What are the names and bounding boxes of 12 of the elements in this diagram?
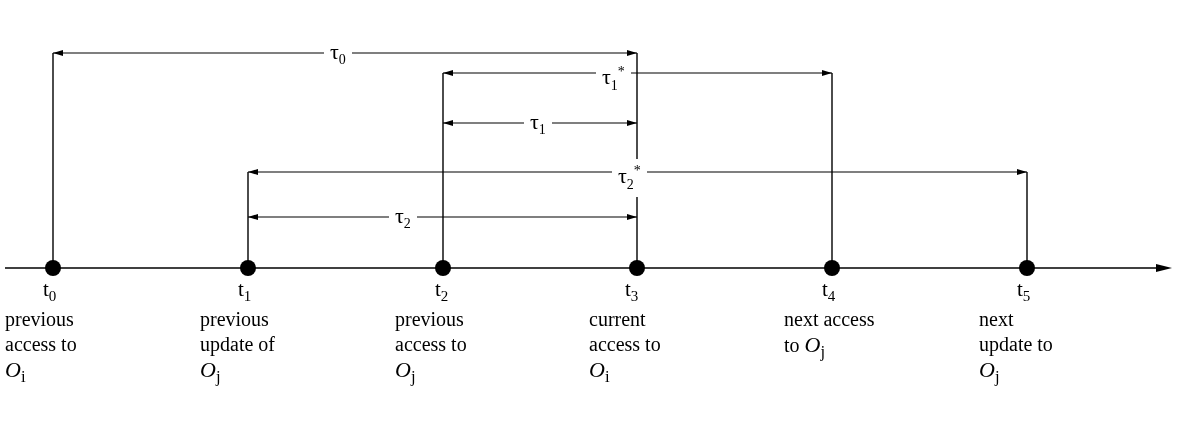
event-description: previous access to O$_{j}$ (395, 307, 468, 388)
time-label: t$_{4}$ (822, 277, 836, 307)
event-description: previous update of O$_{j}$ (200, 307, 276, 388)
event-description: current access to O$_{i}$ (589, 307, 662, 388)
time-label: t$_{3}$ (625, 277, 639, 307)
time-label: t$_{1}$ (238, 277, 252, 307)
time-label: t$_{5}$ (1017, 277, 1031, 307)
event-description: next access to O$_{j}$ (784, 307, 876, 363)
event-description: previous access to O$_{i}$ (5, 307, 78, 388)
time-label: t$_{2}$ (435, 277, 449, 307)
time-label: t$_{0}$ (43, 277, 57, 307)
event-description: next update to O$_{j}$ (979, 307, 1054, 388)
